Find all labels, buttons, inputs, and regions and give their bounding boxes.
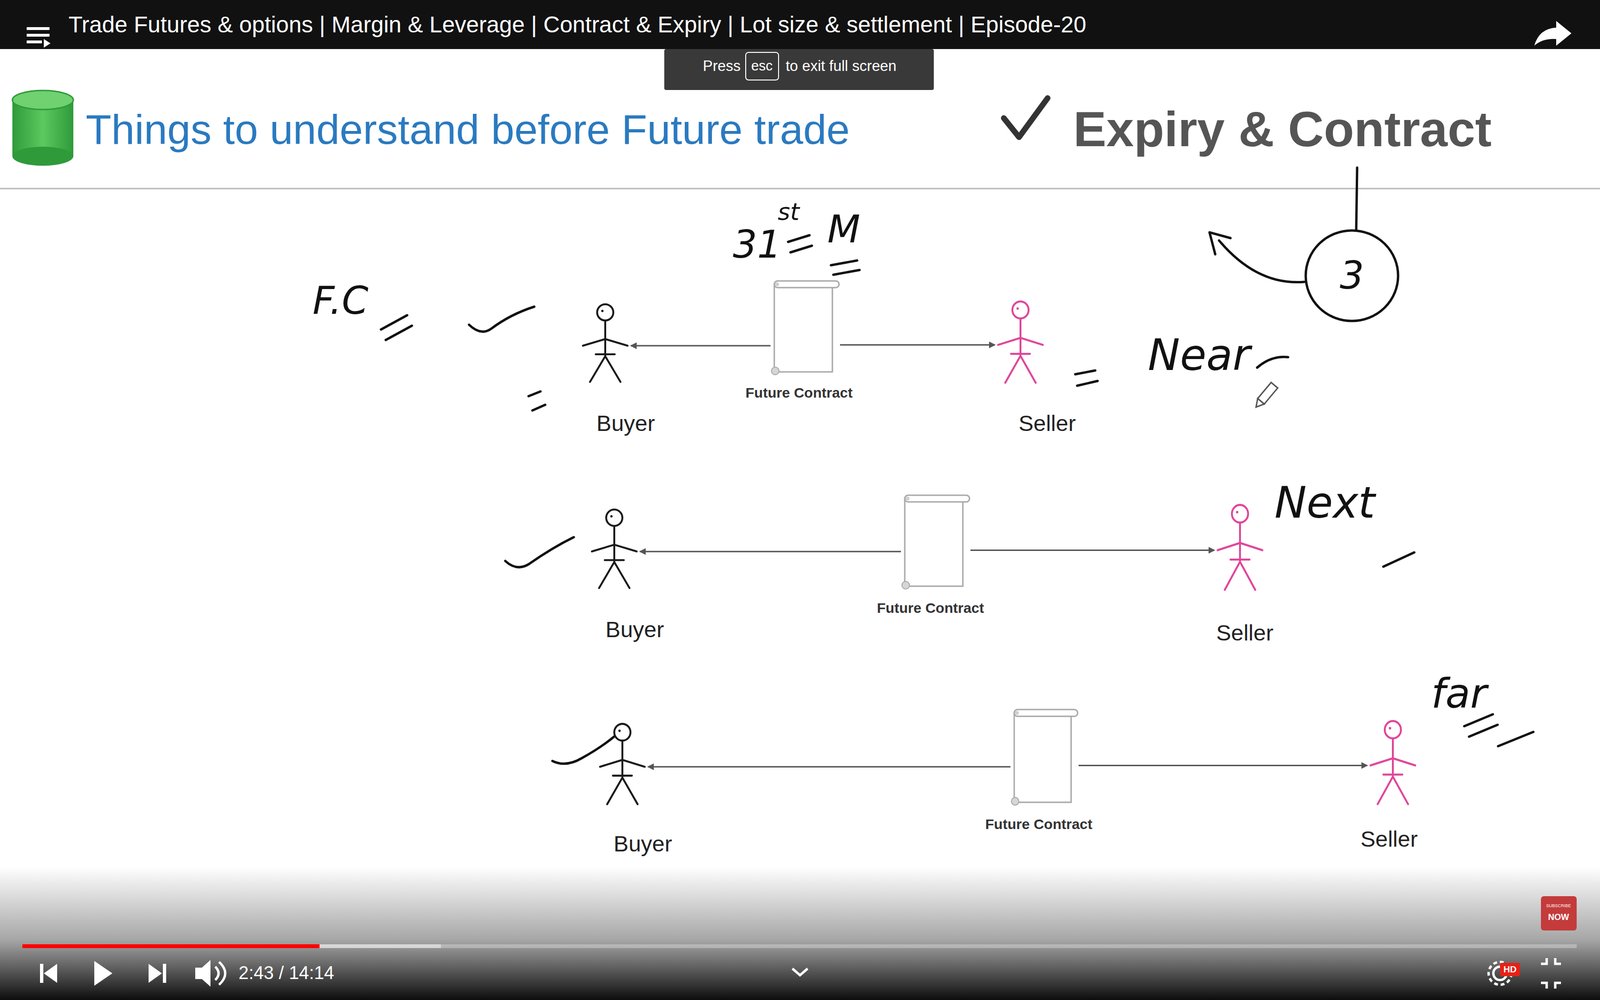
contract-arrow — [648, 766, 1011, 768]
stick-figure — [590, 508, 639, 590]
contract-arrow — [970, 549, 1215, 551]
video-title: Trade Futures & options | Margin & Lever… — [68, 11, 1087, 38]
database-icon — [12, 90, 74, 166]
scroll-icon — [1010, 709, 1079, 807]
party-label: Buyer — [605, 616, 665, 643]
contract-label: Future Contract — [745, 384, 853, 402]
handwritten-note: F.C — [312, 279, 369, 323]
control-shade — [0, 866, 1600, 1000]
progress-buffer — [22, 944, 441, 949]
handwritten-note: 31 — [732, 222, 782, 267]
contract-arrow — [840, 344, 995, 346]
subscribe-badge — [1540, 896, 1577, 931]
check-mark — [1003, 98, 1048, 138]
subscribe-text: SUBSCRIBE — [1546, 903, 1571, 909]
party-label: Seller — [1216, 620, 1274, 646]
title-bar — [0, 0, 1600, 50]
time-display: 2:43 / 14:14 — [238, 962, 335, 984]
contract-label: Future Contract — [877, 600, 985, 617]
handwritten-note: M — [827, 207, 860, 252]
player-controls — [40, 960, 211, 987]
stick-figure — [1369, 719, 1417, 807]
buyer-figure: Buyer — [598, 722, 647, 807]
share-icon — [1534, 20, 1572, 46]
party-label: Seller — [1018, 410, 1076, 437]
hd-label: HD — [1503, 964, 1517, 975]
scroll-icon — [770, 280, 840, 376]
contract-arrow — [630, 345, 771, 347]
contract-scroll: Future Contract — [900, 494, 971, 590]
seller-figure: Seller — [1369, 719, 1417, 807]
stick-figure — [598, 722, 647, 807]
handwritten-note: Near — [1148, 330, 1251, 380]
player-controls-lines — [215, 958, 1561, 989]
seller-figure: Seller — [1216, 503, 1264, 592]
handwritten-note: far — [1431, 670, 1488, 718]
section-heading: Expiry & Contract — [1073, 100, 1492, 159]
scroll-icon — [900, 494, 971, 590]
key-outline — [745, 52, 779, 80]
subscribe-text: NOW — [1548, 912, 1570, 923]
handwritten-note: st — [777, 198, 800, 227]
contract-arrow — [1078, 764, 1368, 767]
slide-heading: Things to understand before Future trade — [85, 105, 850, 154]
buyer-figure: Buyer — [590, 508, 639, 590]
party-label: Buyer — [596, 410, 656, 437]
menu-play-icon — [43, 39, 51, 48]
seller-figure: Seller — [996, 300, 1045, 385]
callout-number: 3 — [1340, 253, 1365, 298]
toast-text: Press — [702, 57, 741, 75]
pencil-cursor — [1252, 382, 1278, 410]
contract-label: Future Contract — [985, 816, 1093, 833]
progress-played — [22, 944, 320, 949]
contract-scroll: Future Contract — [1010, 709, 1079, 807]
contract-arrow — [640, 550, 901, 553]
hd-badge — [1500, 962, 1520, 977]
key-label: esc — [750, 58, 773, 74]
handwritten-note: Next — [1274, 478, 1375, 528]
party-label: Buyer — [613, 830, 673, 857]
progress-track — [22, 944, 1577, 949]
menu-icon — [26, 28, 50, 42]
party-label: Seller — [1360, 826, 1418, 852]
callout-circle: 3 — [1304, 228, 1400, 324]
toast-text: to exit full screen — [785, 57, 897, 75]
stick-figure — [996, 300, 1045, 385]
stick-figure — [1216, 503, 1264, 592]
buyer-figure: Buyer — [581, 302, 630, 384]
toast-box — [664, 49, 934, 90]
handwritten-marks — [380, 167, 1534, 764]
stick-figure — [581, 302, 630, 384]
contract-scroll: Future Contract — [770, 280, 840, 376]
header-rule — [0, 188, 1600, 190]
